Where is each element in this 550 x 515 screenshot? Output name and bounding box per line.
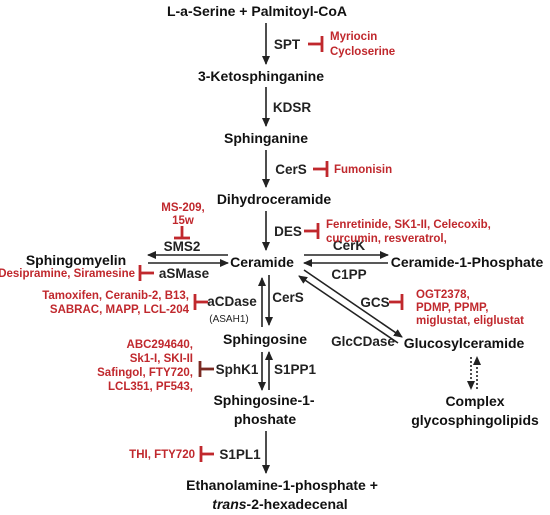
enzyme-asmase: aSMase xyxy=(159,266,210,281)
inhibition-symbol-asmase xyxy=(138,265,154,281)
metabolite-sphinganine: Sphinganine xyxy=(224,130,308,146)
inhibitor-sk1-i-ski-ii: Sk1-I, SKI-II xyxy=(130,353,193,365)
metabolite-s1p-line2: phoshate xyxy=(234,411,296,427)
metabolite-complex-line1: Complex xyxy=(445,393,504,409)
enzyme-sphk1: SphK1 xyxy=(216,362,259,377)
inhibitor-ogt2378: OGT2378, xyxy=(416,289,470,301)
inhibitor-myriocin: Myriocin xyxy=(330,31,377,43)
enzyme-spt: SPT xyxy=(274,37,301,52)
metabolite-ceramide: Ceramide xyxy=(230,254,294,270)
enzyme-s1pl1: S1PL1 xyxy=(219,447,261,462)
inhibitor-abc294640: ABC294640, xyxy=(127,339,193,351)
enzyme-cerk: CerK xyxy=(333,238,366,253)
trans-prefix: trans xyxy=(212,496,246,512)
inhibitor-acdase-line1: Tamoxifen, Ceranib-2, B13, xyxy=(42,290,189,302)
inhibition-symbol-sms2 xyxy=(174,226,190,240)
inhibitor-cycloserine: Cycloserine xyxy=(330,46,395,58)
inhibition-symbol-des xyxy=(304,223,320,239)
hexadecenal-suffix: -2-hexadecenal xyxy=(247,496,348,512)
metabolite-complex-line2: glycosphingolipids xyxy=(411,412,539,428)
arrow-glucosylceramide-to-ceramide xyxy=(298,275,399,344)
metabolite-sphingomyelin: Sphingomyelin xyxy=(26,252,126,268)
metabolite-s1p-line1: Sphingosine-1- xyxy=(213,392,314,408)
inhibitor-pdmp-ppmp: PDMP, PPMP, xyxy=(416,302,488,314)
enzyme-sms2: SMS2 xyxy=(164,239,201,254)
arrow-ceramide-to-glucosylceramide xyxy=(303,269,403,338)
metabolite-serine-palmitoyl-coa: L-a-Serine + Palmitoyl-CoA xyxy=(167,3,347,19)
enzyme-des: DES xyxy=(274,224,302,239)
enzyme-gcs: GCS xyxy=(360,295,389,310)
inhibitor-ms-209: MS-209, xyxy=(161,202,204,214)
inhibitor-miglustat-eliglustat: miglustat, eliglustat xyxy=(416,315,524,327)
inhibitor-lcl351-pf543: LCL351, PF543, xyxy=(108,381,193,393)
enzyme-cers-1: CerS xyxy=(275,162,307,177)
inhibition-symbol-sphk1 xyxy=(198,361,214,377)
metabolite-ceramide-1-phosphate: Ceramide-1-Phosphate xyxy=(391,254,544,270)
metabolite-sphingosine: Sphingosine xyxy=(223,331,307,347)
inhibitor-des-line2: curcumin, resveratrol, xyxy=(326,233,447,245)
inhibitor-desipramine-siramesine: Desipramine, Siramesine xyxy=(0,268,135,280)
metabolite-dihydroceramide: Dihydroceramide xyxy=(217,191,332,207)
enzyme-asah1-label: (ASAH1) xyxy=(209,314,248,325)
inhibition-symbol-cers xyxy=(313,161,329,177)
metabolite-trans-2-hexadecenal: trans-2-hexadecenal xyxy=(212,496,347,512)
enzyme-glccdase: GlcCDase xyxy=(331,334,395,349)
inhibitor-acdase-line2: SABRAC, MAPP, LCL-204 xyxy=(50,304,190,316)
inhibition-symbol-spt xyxy=(308,36,324,52)
inhibition-symbol-s1pl1 xyxy=(199,446,214,462)
enzyme-cers-2: CerS xyxy=(272,290,304,305)
inhibitor-15w: 15w xyxy=(172,215,194,227)
inhibitor-des-line1: Fenretinide, SK1-II, Celecoxib, xyxy=(326,219,491,231)
metabolite-3-ketosphinganine: 3-Ketosphinganine xyxy=(198,68,324,84)
metabolite-ethanolamine-1-phosphate: Ethanolamine-1-phosphate + xyxy=(186,477,378,493)
enzyme-acdase: aCDase xyxy=(207,294,257,309)
metabolite-glucosylceramide: Glucosylceramide xyxy=(404,335,525,351)
inhibitor-thi-fty720: THI, FTY720 xyxy=(129,449,195,461)
enzyme-kdsr: KDSR xyxy=(273,100,312,115)
inhibitor-safingol-fty720: Safingol, FTY720, xyxy=(97,367,193,379)
inhibition-symbol-acdase xyxy=(193,294,208,310)
enzyme-c1pp: C1PP xyxy=(331,267,366,282)
inhibitor-fumonisin: Fumonisin xyxy=(334,164,392,176)
inhibition-symbol-gcs xyxy=(389,294,404,310)
enzyme-s1pp1: S1PP1 xyxy=(274,362,317,377)
